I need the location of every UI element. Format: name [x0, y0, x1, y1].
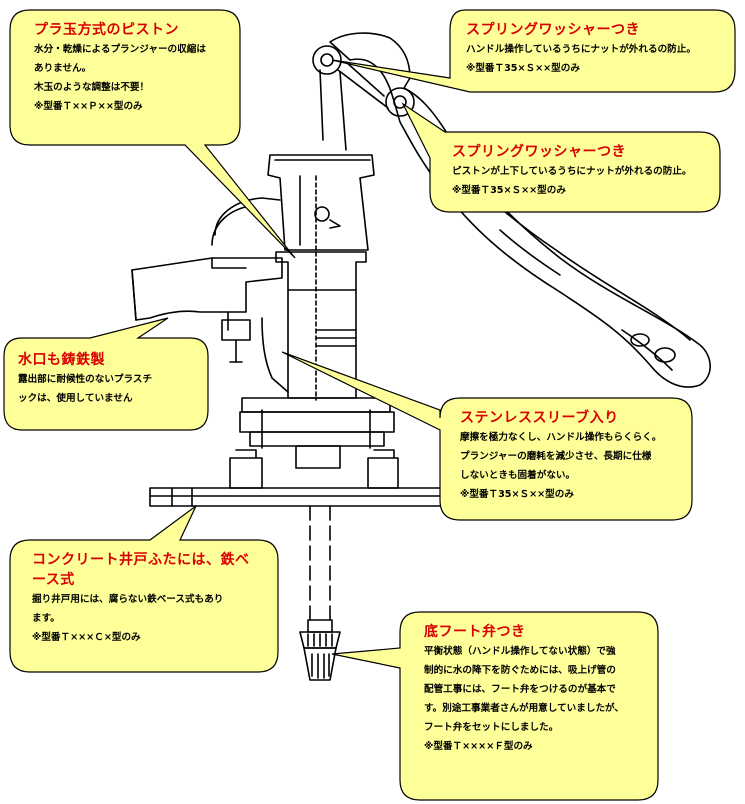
callout-bubble-foot-valve [331, 611, 659, 801]
callout-model-note: ※型番Ｔ35×Ｓ××型のみ [452, 185, 566, 196]
callout-model-note: ※型番Ｔ××Ｐ××型のみ [34, 101, 143, 112]
callout-title: プラ玉方式のピストン [34, 22, 179, 38]
callout-text-line: 掘り井戸用には、腐らない鉄ベース式もあり [32, 594, 224, 605]
callout-text-line: ックは、使用していません [18, 393, 133, 404]
callout-text-line: す。別途工事業者さんが用意していましたが、 [424, 703, 625, 714]
callout-title: スプリングワッシャーつき [466, 22, 640, 38]
callout-text-line: ありません。 [34, 63, 92, 74]
callout-bubble-stainless-sleeve [281, 351, 693, 521]
callout-text-line: プランジャーの磨耗を減少させ、長期に仕様 [460, 451, 652, 462]
pump-head [211, 154, 375, 251]
callout-title: スプリングワッシャーつき [452, 144, 626, 160]
callout-title: コンクリート井戸ふたには、鉄ベ [32, 552, 250, 568]
callout-text-line: ます。 [32, 613, 60, 624]
callout-stainless-sleeve: ステンレススリーブ入り 摩擦を極力なくし、ハンドル操作もらくらく。 プランジャー… [460, 408, 690, 504]
callout-text-line: 制的に水の降下を防ぐためには、吸上げ管の [424, 665, 616, 676]
callout-spring-washer-1: スプリングワッシャーつき ハンドル操作しているうちにナットが外れるの防止。 ※型… [466, 20, 731, 78]
callout-bubble-cast-iron-spout [3, 317, 209, 431]
callout-text-line: 配管工事には、フート弁をつけるのが基本で [424, 684, 616, 695]
callout-bubble-spring-washer-2 [401, 102, 721, 213]
callout-text-line: 木玉のような調整は不要！ [34, 82, 150, 93]
callout-text-line: フート弁をセットにしました。 [424, 722, 559, 733]
callout-bubble-concrete-base [9, 505, 279, 673]
callout-title: ステンレススリーブ入り [460, 410, 619, 426]
callout-concrete-base: コンクリート井戸ふたには、鉄ベ ース式 掘り井戸用には、腐らない鉄ベース式もあり… [32, 550, 276, 647]
callout-model-note: ※型番Ｔ×××Ｃ×型のみ [32, 632, 141, 643]
pump-flange [229, 397, 399, 489]
callout-title-continued: ース式 [32, 572, 75, 588]
callout-cast-iron-spout: 水口も鋳鉄製 露出部に耐候性のないプラスチ ックは、使用していません [18, 350, 208, 408]
callout-text-line: しないときも固着がない。 [460, 470, 576, 481]
callout-text-line: ピストンが上下しているうちにナットが外れるの防止。 [452, 166, 692, 177]
callout-model-note: ※型番Ｔ××××Ｆ型のみ [424, 741, 533, 752]
foot-valve-drawing [299, 631, 341, 681]
callout-model-note: ※型番Ｔ35×Ｓ××型のみ [466, 63, 580, 74]
callout-model-note: ※型番Ｔ35×Ｓ××型のみ [460, 489, 574, 500]
callout-text-line: ハンドル操作しているうちにナットが外れるの防止。 [466, 44, 696, 55]
callout-text-line: 平衡状態（ハンドル操作してない状態）で強 [424, 646, 616, 657]
callout-spring-washer-2: スプリングワッシャーつき ピストンが上下しているうちにナットが外れるの防止。 ※… [452, 142, 717, 200]
callout-piston: プラ玉方式のピストン 水分・乾燥によるプランジャーの収縮は ありません。 木玉の… [34, 20, 234, 116]
pivot-bolts [312, 45, 415, 117]
callout-title: 底フート弁つき [424, 624, 526, 640]
callout-text-line: 水分・乾燥によるプランジャーの収縮は [34, 44, 206, 55]
callout-foot-valve: 底フート弁つき 平衡状態（ハンドル操作してない状態）で強 制的に水の降下を防ぐた… [424, 622, 656, 756]
callout-text-line: 露出部に耐候性のないプラスチ [18, 374, 153, 385]
callout-bubble-spring-washer-1 [331, 9, 736, 93]
pump-spout [131, 257, 283, 363]
callout-title: 水口も鋳鉄製 [18, 352, 105, 368]
callout-bubble-piston [9, 9, 296, 259]
callout-text-line: 摩擦を極力なくし、ハンドル操作もらくらく。 [460, 432, 662, 443]
